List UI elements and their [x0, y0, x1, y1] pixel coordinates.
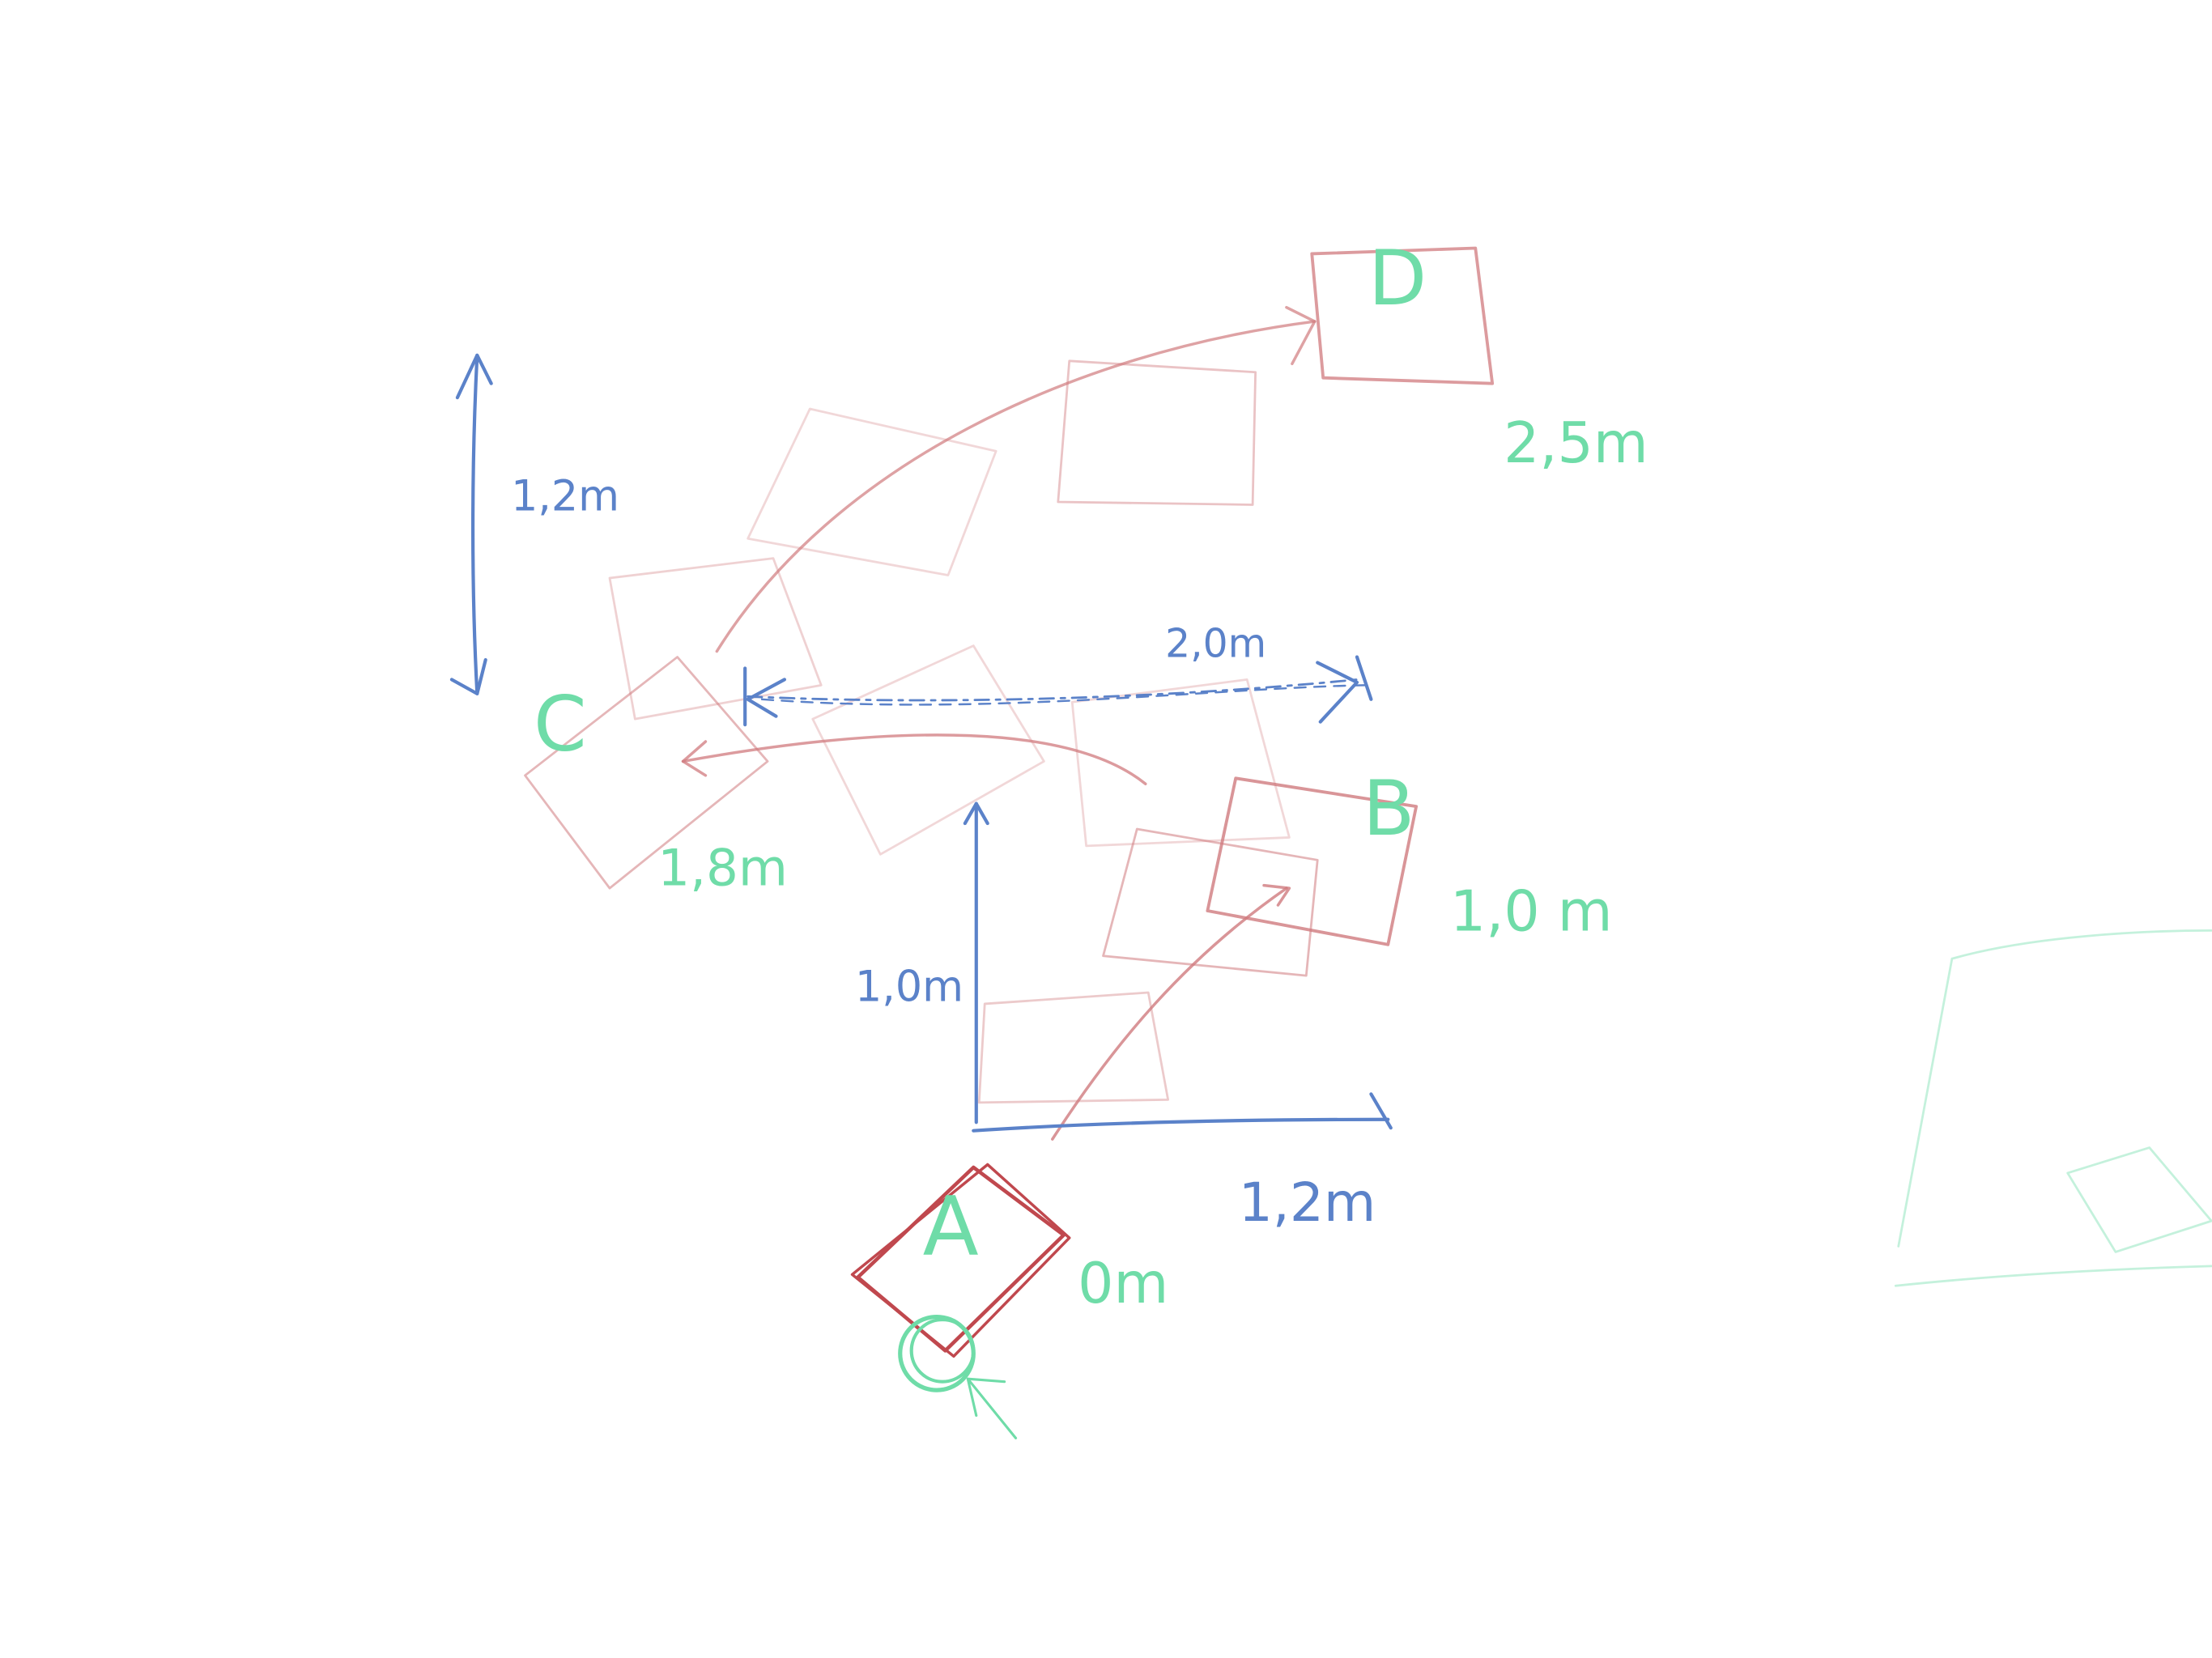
dim-horizontal-top-head-right	[1316, 661, 1359, 724]
label-dim-horizontal-bottom: 1,2m	[1239, 1171, 1376, 1234]
arrow-a-to-b-head	[1262, 883, 1291, 907]
box-b	[1206, 776, 1419, 946]
origin-circle-2	[909, 1317, 976, 1384]
arrow-c-to-d-head	[1285, 305, 1317, 366]
dim-vertical-left-head-bottom	[449, 657, 487, 695]
label-distance-b: 1,0 m	[1450, 878, 1613, 944]
dimension-lines	[449, 353, 1393, 1133]
label-dim-vertical-left: 1,2m	[511, 472, 619, 521]
arrow-c-to-d	[715, 320, 1317, 653]
point-labels: D 2,5m C 1,8m B 1,0 m A 0m	[534, 235, 1648, 1316]
ghost-box-d-prev	[1057, 359, 1257, 506]
faint-background-sketch	[1894, 929, 2212, 1287]
faint-box	[1897, 929, 2212, 1248]
dim-horizontal-top-tick-right	[1355, 655, 1373, 701]
ghost-box-c-upper	[608, 557, 823, 721]
ghost-boxes	[524, 359, 1319, 1104]
ghost-box-cd-mid	[747, 407, 998, 576]
label-point-a: A	[923, 1179, 979, 1274]
arrow-b-to-c-head	[681, 740, 708, 777]
motion-arrows	[681, 305, 1317, 1141]
dim-horizontal-bottom	[972, 1117, 1390, 1133]
dim-vertical-mid-head	[963, 801, 989, 826]
dim-horizontal-bottom-head	[1369, 1092, 1393, 1130]
label-distance-a: 0m	[1078, 1251, 1168, 1316]
ghost-box-bc-mid	[811, 644, 1045, 856]
label-point-d: D	[1368, 235, 1427, 323]
dim-vertical-left	[470, 353, 479, 695]
arrow-b-to-c	[681, 733, 1147, 786]
faint-baseline	[1894, 1265, 2212, 1287]
dim-vertical-left-head-top	[455, 353, 493, 400]
ghost-box-c-rotated	[524, 656, 769, 890]
dim-horizontal-top-lower	[760, 684, 1367, 706]
label-point-c: C	[534, 680, 587, 768]
faint-inner-box	[2066, 1146, 2212, 1253]
label-distance-d: 2,5m	[1504, 410, 1648, 476]
dimension-labels: 1,2m 2,0m 1,0m 1,2m	[511, 472, 1376, 1234]
ghost-box-b-lower	[1102, 827, 1319, 977]
origin-marker	[898, 1314, 1018, 1439]
ghost-box-a-up	[977, 991, 1170, 1104]
dim-horizontal-top	[747, 678, 1359, 702]
dim-horizontal-top-head-left	[746, 678, 787, 718]
box-d	[1310, 246, 1495, 385]
label-distance-c: 1,8m	[657, 839, 788, 898]
label-point-b: B	[1363, 765, 1415, 853]
label-dim-vertical-mid: 1,0m	[855, 963, 963, 1011]
arrow-a-to-b	[1051, 886, 1288, 1141]
ghost-box-bc-right	[1070, 678, 1291, 848]
label-dim-horizontal-top: 2,0m	[1165, 622, 1266, 667]
origin-pointer-arrow	[966, 1377, 1018, 1439]
